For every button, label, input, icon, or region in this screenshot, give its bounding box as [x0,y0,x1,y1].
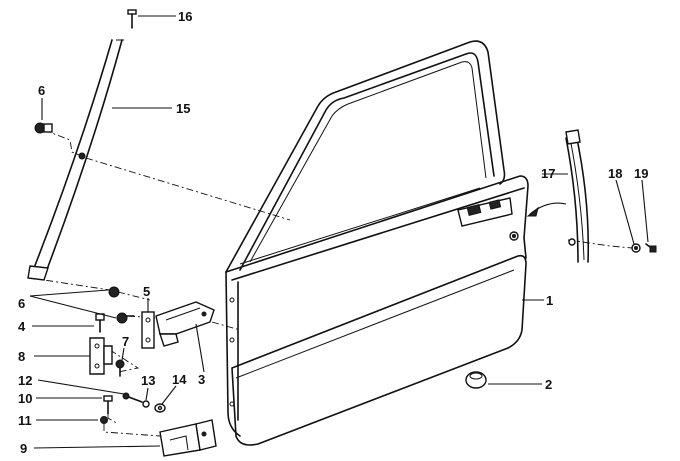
callout-14: 14 [172,372,187,387]
callout-6-lower: 6 [18,296,25,311]
grommet-2 [465,371,487,389]
callout-1: 1 [546,293,553,308]
leader-lines [29,15,649,449]
callout-2: 2 [545,377,552,392]
callout-4: 4 [18,319,26,334]
callout-11: 11 [18,413,32,428]
nut-11 [100,416,108,424]
bracket-8 [89,337,113,375]
callout-10: 10 [18,391,32,406]
callout-3: 3 [198,372,205,387]
washer-14 [154,403,166,413]
callout-18: 18 [608,166,622,181]
washer-13 [142,400,150,408]
window-channel-15 [27,39,124,281]
callout-13: 13 [141,373,155,388]
arrow-head [526,206,539,217]
rear-channel-17 [565,129,590,263]
callout-9: 9 [20,441,27,456]
callout-15: 15 [176,101,190,116]
callout-labels: 16 15 6 17 18 19 1 2 6 4 5 3 7 8 12 13 1… [18,9,648,456]
callout-16: 16 [178,9,192,24]
nut-18 [631,243,641,253]
door-shell [225,40,529,446]
callout-17: 17 [541,166,555,181]
screw-6-lower [108,286,135,324]
bolt-4 [95,313,105,333]
screw-19 [645,243,657,253]
callout-12: 12 [18,373,32,388]
screw-6-top [34,122,53,134]
plate-5 [141,311,155,349]
callout-6-top: 6 [38,83,45,98]
check-strap-3 [155,301,215,347]
bolt-7 [115,359,125,377]
callout-19: 19 [634,166,648,181]
bolt-12 [122,392,143,403]
callout-7: 7 [122,334,129,349]
callout-5: 5 [143,284,150,299]
hinge-9 [159,419,217,457]
screw-16 [127,9,137,29]
bolt-10 [103,395,113,415]
callout-8: 8 [18,349,25,364]
